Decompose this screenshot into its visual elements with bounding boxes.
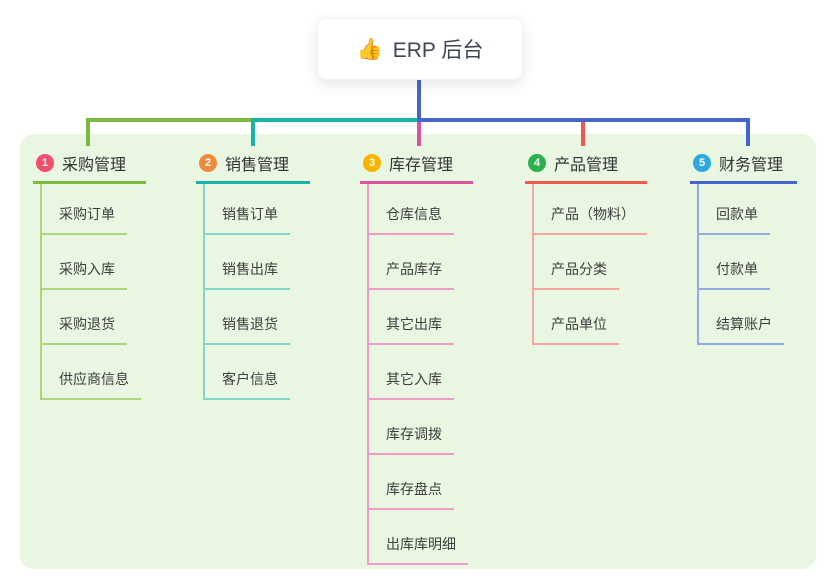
child-node-label: 结算账户	[716, 316, 772, 332]
child-node[interactable]: 产品（物料）	[534, 184, 647, 235]
branch-children: 仓库信息产品库存其它出库其它入库库存调拨库存盘点出库库明细	[367, 184, 473, 565]
branch-number-badge: 3	[363, 154, 381, 172]
branch-node-label: 采购管理	[62, 157, 127, 174]
branch-node-label: 库存管理	[389, 157, 454, 174]
child-node-label: 销售订单	[222, 206, 278, 222]
child-node-label: 库存调拨	[386, 426, 442, 442]
branch-children: 采购订单采购入库采购退货供应商信息	[40, 184, 146, 400]
child-node[interactable]: 出库库明细	[369, 510, 468, 565]
branch-number-badge: 5	[693, 154, 711, 172]
child-node-label: 销售退货	[222, 316, 278, 332]
branch-node-label: 财务管理	[719, 157, 784, 174]
branch-node[interactable]: 4 产品管理	[525, 148, 647, 184]
child-node[interactable]: 其它入库	[369, 345, 454, 400]
branch-children: 销售订单销售出库销售退货客户信息	[203, 184, 310, 400]
child-node[interactable]: 产品分类	[534, 235, 619, 290]
child-node[interactable]: 销售退货	[205, 290, 290, 345]
branch-node[interactable]: 2 销售管理	[196, 148, 310, 184]
child-node[interactable]: 库存盘点	[369, 455, 454, 510]
child-node-label: 其它入库	[386, 371, 442, 387]
child-node[interactable]: 产品库存	[369, 235, 454, 290]
branch-column: 2 销售管理销售订单销售出库销售退货客户信息	[196, 148, 310, 400]
child-node-label: 供应商信息	[59, 371, 129, 387]
child-node-label: 付款单	[716, 261, 758, 277]
child-node[interactable]: 仓库信息	[369, 184, 454, 235]
child-node-label: 采购入库	[59, 261, 115, 277]
child-node-label: 出库库明细	[386, 536, 456, 552]
child-node[interactable]: 采购入库	[42, 235, 127, 290]
branch-column: 1 采购管理采购订单采购入库采购退货供应商信息	[33, 148, 146, 400]
branch-node-label: 产品管理	[554, 157, 619, 174]
branch-node-label: 销售管理	[225, 157, 290, 174]
branch-node[interactable]: 1 采购管理	[33, 148, 146, 184]
child-node-label: 回款单	[716, 206, 758, 222]
thumbs-up-icon: 👍	[356, 37, 383, 61]
branch-column: 4 产品管理产品（物料） 产品分类产品单位	[525, 148, 647, 345]
branch-number-badge: 4	[528, 154, 546, 172]
child-node-label: 销售出库	[222, 261, 278, 277]
child-node-label: 产品分类	[551, 261, 607, 277]
child-node-label: 仓库信息	[386, 206, 442, 222]
child-node-label: 产品库存	[386, 261, 442, 277]
root-node[interactable]: 👍 ERP 后台	[317, 18, 523, 80]
child-node[interactable]: 其它出库	[369, 290, 454, 345]
root-node-label: ERP 后台	[392, 39, 484, 62]
branch-column: 3 库存管理仓库信息产品库存其它出库其它入库库存调拨库存盘点出库库明细	[360, 148, 473, 565]
child-node-label: 采购退货	[59, 316, 115, 332]
child-node-label: 客户信息	[222, 371, 278, 387]
child-node[interactable]: 销售订单	[205, 184, 290, 235]
child-node-label: 库存盘点	[386, 481, 442, 497]
branch-children: 回款单付款单结算账户	[697, 184, 797, 345]
child-node[interactable]: 付款单	[699, 235, 770, 290]
branch-node[interactable]: 3 库存管理	[360, 148, 473, 184]
child-node[interactable]: 采购订单	[42, 184, 127, 235]
child-node[interactable]: 库存调拨	[369, 400, 454, 455]
child-node[interactable]: 回款单	[699, 184, 770, 235]
child-node[interactable]: 采购退货	[42, 290, 127, 345]
child-node-label: 采购订单	[59, 206, 115, 222]
branch-children: 产品（物料） 产品分类产品单位	[532, 184, 647, 345]
child-node-label: 产品（物料）	[551, 206, 635, 222]
branch-column: 5 财务管理回款单付款单结算账户	[690, 148, 797, 345]
branch-node[interactable]: 5 财务管理	[690, 148, 797, 184]
child-node[interactable]: 销售出库	[205, 235, 290, 290]
child-node[interactable]: 结算账户	[699, 290, 784, 345]
child-node-label: 其它出库	[386, 316, 442, 332]
child-node-label: 产品单位	[551, 316, 607, 332]
branches-panel	[20, 134, 816, 569]
branch-number-badge: 1	[36, 154, 54, 172]
child-node[interactable]: 供应商信息	[42, 345, 141, 400]
branch-number-badge: 2	[199, 154, 217, 172]
child-node[interactable]: 产品单位	[534, 290, 619, 345]
child-node[interactable]: 客户信息	[205, 345, 290, 400]
